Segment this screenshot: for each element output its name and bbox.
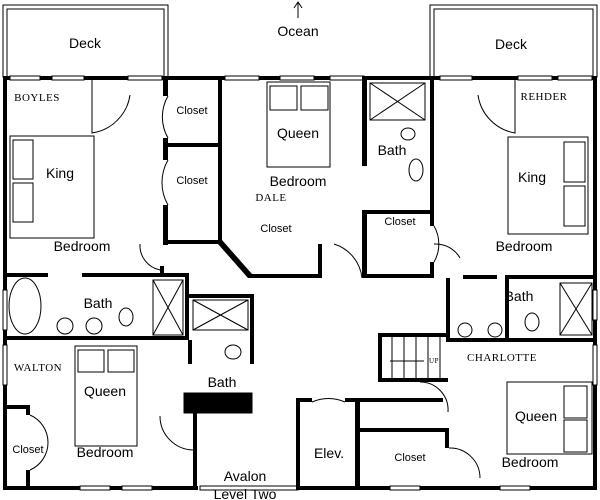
walton-bed: Queen	[84, 383, 126, 399]
title-line-1: Avalon	[224, 468, 267, 484]
walton-name: WALTON	[14, 362, 62, 374]
title-line-2: Level Two	[214, 486, 277, 500]
deck-left-label: Deck	[69, 35, 102, 51]
exterior-walls	[2, 75, 598, 491]
walton-bath: Bath	[208, 374, 237, 390]
charlotte-bed: Queen	[515, 408, 557, 424]
fixtures	[8, 81, 593, 479]
boyles-bedroom: Bedroom	[54, 238, 111, 254]
dale-bath: Bath	[378, 142, 407, 158]
rehder-bedroom: Bedroom	[496, 238, 553, 254]
walton-closet: Closet	[12, 444, 43, 456]
stairs	[390, 337, 441, 378]
rehder-name: REHDER	[521, 91, 568, 103]
dale-bedroom: Bedroom	[270, 173, 327, 189]
north-arrow-icon	[293, 1, 303, 18]
interior-walls	[3, 76, 596, 490]
dale-name: DALE	[255, 192, 286, 204]
boyles-closet-2: Closet	[176, 175, 207, 187]
rehder-closet: Closet	[384, 216, 415, 228]
boyles-name: BOYLES	[14, 92, 60, 104]
boyles-closet-1: Closet	[176, 105, 207, 117]
charlotte-name: CHARLOTTE	[467, 352, 537, 364]
boyles-bath: Bath	[84, 295, 113, 311]
boyles-bed: King	[46, 165, 74, 181]
elevator-label: Elev.	[314, 445, 344, 461]
charlotte-closet: Closet	[394, 452, 425, 464]
rehder-bath: Bath	[505, 288, 534, 304]
ocean-label: Ocean	[277, 23, 318, 39]
rehder-bed: King	[518, 169, 546, 185]
dale-bed: Queen	[277, 125, 319, 141]
walton-bedroom: Bedroom	[77, 444, 134, 460]
stairs-up-label: UP	[429, 357, 439, 365]
dale-closet: Closet	[260, 223, 291, 235]
deck-right-label: Deck	[495, 36, 528, 52]
charlotte-bedroom: Bedroom	[502, 454, 559, 470]
